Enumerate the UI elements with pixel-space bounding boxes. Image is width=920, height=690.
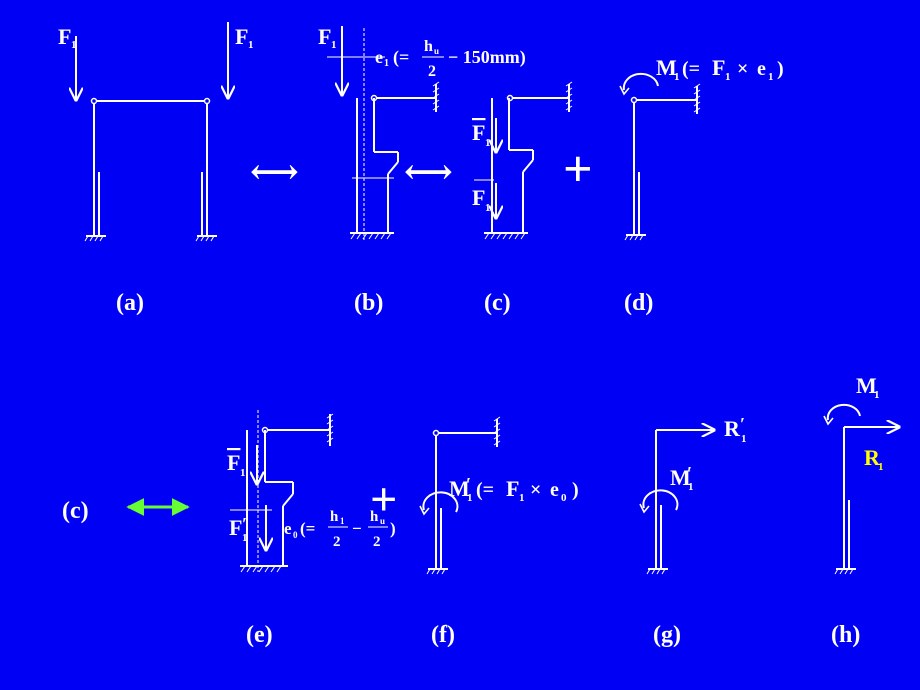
row2-label: (c)	[62, 498, 89, 524]
moment-e: e	[550, 479, 559, 501]
caption-a: (a)	[116, 290, 144, 316]
force-top-sub: 1	[485, 137, 491, 149]
ecc-sub: 1	[384, 58, 389, 69]
plus-sign-cd: +	[563, 141, 593, 198]
force-top: F	[472, 120, 485, 145]
panel-f: M ′ 1 (= F 1 × e 0 ) (f)	[419, 416, 579, 648]
stepped-column	[240, 413, 334, 573]
moment-e-sub: 0	[561, 492, 567, 504]
moment-arc	[642, 489, 679, 511]
force-top-sub: 1	[240, 467, 246, 479]
reaction-sub: 1	[878, 461, 884, 473]
moment-F-sub: 1	[725, 71, 731, 83]
panel-a: F 1 F 1 (a)	[58, 22, 254, 316]
load-label-right: F	[235, 24, 248, 49]
ecc-tail: − 150mm)	[448, 47, 526, 68]
moment-times: ×	[737, 58, 748, 80]
caption-b: (b)	[354, 290, 383, 316]
moment-close: )	[572, 479, 579, 501]
ecc-minus: −	[352, 519, 362, 538]
ecc-close: )	[390, 519, 396, 538]
equiv-arrow-bc: ⟷	[404, 154, 453, 191]
moment-arc	[622, 72, 659, 91]
ecc-num2: h	[370, 509, 379, 525]
panel-e: F 1 F ′ 1 e 0 (= h 1 2 − h u	[227, 410, 396, 648]
caption-f: (f)	[431, 622, 455, 648]
ecc-open: (=	[393, 47, 409, 68]
moment-sub: 1	[467, 492, 473, 504]
reaction-sub: 1	[741, 433, 747, 445]
ecc-num: h	[424, 38, 433, 55]
caption-c: (c)	[484, 290, 511, 316]
ecc-label: e	[284, 519, 292, 538]
reaction-prime: ′	[740, 414, 745, 434]
moment-F: F	[712, 55, 725, 80]
column-member	[426, 416, 501, 575]
force-bot: F	[472, 185, 485, 210]
equiv-arrow-ab: ⟷	[250, 154, 299, 191]
load-label: F	[318, 24, 331, 49]
column-member	[624, 83, 701, 241]
reaction-label: R	[724, 416, 741, 441]
panel-c: F 1 F 1 (c)	[472, 81, 573, 316]
ecc-open: (=	[300, 519, 315, 538]
panel-h: M 1 R 1 (h)	[823, 373, 899, 648]
caption-d: (d)	[624, 290, 653, 316]
ecc-den1: 2	[333, 534, 341, 550]
moment-close: )	[777, 58, 784, 80]
force-bot-sub: 1	[485, 202, 491, 214]
caption-h: (h)	[831, 622, 860, 648]
moment-label: M	[670, 465, 691, 490]
moment-open: (=	[476, 479, 494, 501]
ecc-num-sub: u	[434, 46, 439, 56]
stepped-column	[350, 81, 440, 240]
ecc-num1: h	[330, 509, 339, 525]
moment-arc	[826, 403, 861, 421]
stepped-column	[484, 81, 573, 240]
load-sub-left: 1	[71, 39, 77, 51]
force-bot: F	[229, 515, 242, 540]
panel-d: M 1 (= F 1 × e 1 ) (d)	[619, 55, 784, 316]
moment-e-sub: 1	[768, 71, 774, 83]
ecc-sub: 0	[293, 530, 298, 540]
column-member	[834, 427, 856, 575]
load-sub: 1	[331, 39, 337, 51]
load-label-left: F	[58, 24, 71, 49]
moment-sub: 1	[674, 71, 680, 83]
moment-label: M	[856, 373, 877, 398]
moment-arc	[422, 491, 459, 513]
reaction-label: R	[864, 445, 881, 470]
moment-prime: ′	[466, 474, 471, 494]
load-sub-right: 1	[248, 39, 254, 51]
ecc-num2-sub: u	[380, 516, 385, 526]
moment-times: ×	[530, 479, 541, 501]
moment-label: M	[449, 476, 470, 501]
moment-sub: 1	[688, 481, 694, 493]
ecc-label: e	[375, 47, 383, 67]
force-top: F	[227, 450, 240, 475]
moment-F-sub: 1	[519, 492, 525, 504]
moment-sub: 1	[874, 389, 880, 401]
portal-frame	[84, 97, 217, 242]
moment-label: M	[656, 55, 677, 80]
ecc-den2: 2	[373, 534, 381, 550]
panel-g: R ′ 1 M ′ 1 (g)	[639, 414, 747, 648]
panel-b: F 1 e 1 (= h u 2 − 150mm) (b)	[318, 24, 526, 316]
moment-prime: ′	[687, 463, 692, 483]
plus-sign-ef: +	[370, 473, 397, 526]
force-bot-sub: 1	[242, 532, 248, 544]
caption-g: (g)	[653, 622, 681, 648]
ecc-num1-sub: 1	[340, 516, 345, 526]
force-bot-prime: ′	[242, 514, 247, 534]
moment-open: (=	[682, 58, 700, 80]
column-member	[646, 430, 668, 575]
moment-F: F	[506, 476, 519, 501]
moment-e: e	[757, 58, 766, 80]
ecc-den: 2	[428, 63, 436, 80]
caption-e: (e)	[246, 622, 273, 648]
